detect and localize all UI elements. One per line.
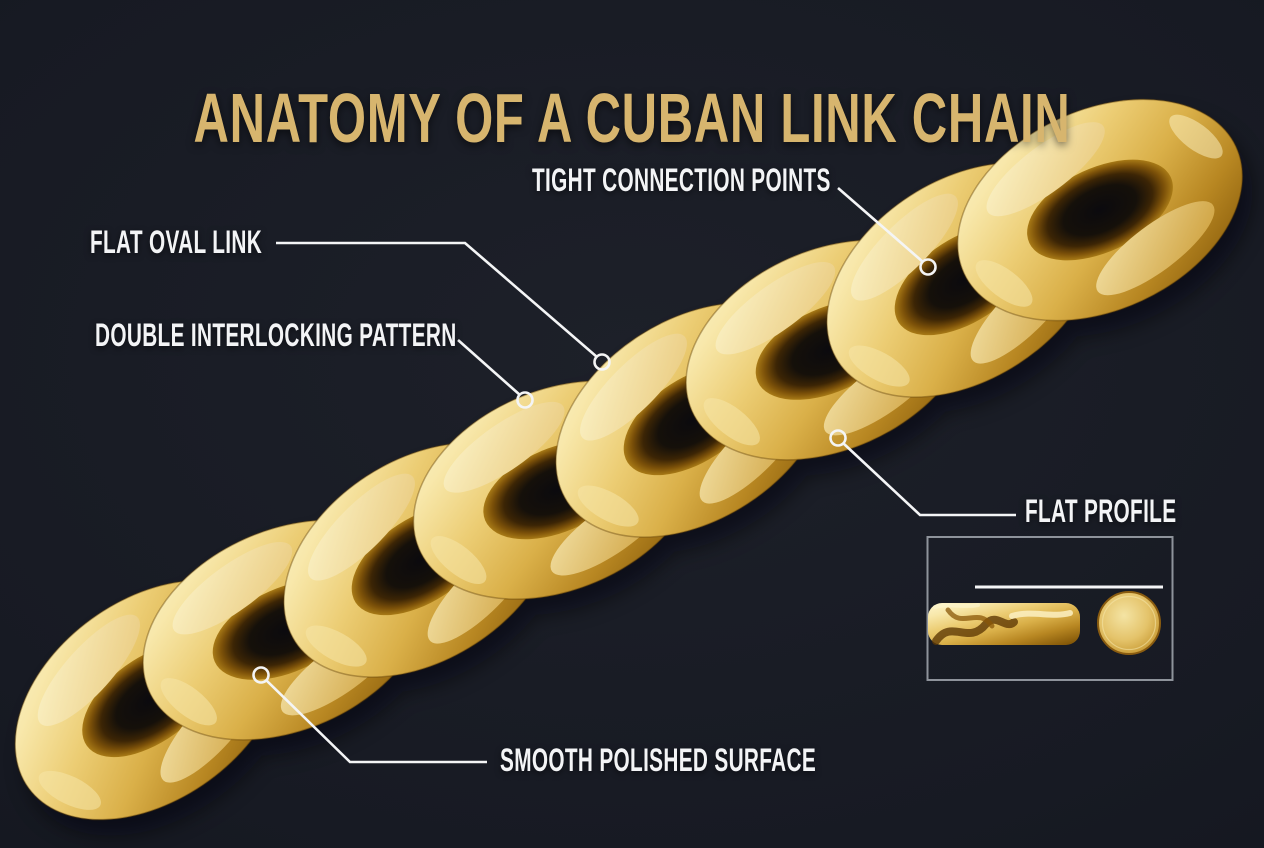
page-title: ANATOMY OF A CUBAN LINK CHAIN	[193, 78, 1071, 157]
inset-box-border	[926, 536, 1174, 681]
callout-marker-tight-connection-points	[919, 258, 937, 276]
callout-marker-double-interlocking-pattern	[516, 391, 534, 409]
callout-line-smooth-polished-surface	[265, 679, 487, 764]
callout-label-tight-connection-points: TIGHT CONNECTION POINTS	[532, 162, 831, 198]
flat-profile-inset	[926, 536, 1174, 681]
callout-line-tight-connection-points	[837, 187, 924, 263]
callout-lines	[252, 187, 1016, 764]
callout-line-flat-profile	[842, 442, 1016, 517]
callout-label-flat-profile: FLAT PROFILE	[1025, 493, 1177, 529]
inset-side-link-view	[928, 603, 1080, 645]
callout-line-double-interlocking-pattern	[457, 339, 521, 396]
callout-label-smooth-polished-surface: SMOOTH POLISHED SURFACE	[500, 742, 817, 778]
callout-line-flat-oval-link	[276, 241, 598, 358]
callout-marker-flat-oval-link	[593, 353, 611, 371]
callout-marker-smooth-polished-surface	[252, 666, 270, 684]
inset-end-view	[1097, 591, 1161, 655]
callout-label-flat-oval-link: FLAT OVAL LINK	[90, 224, 263, 260]
callout-marker-flat-profile	[829, 429, 847, 447]
callout-label-double-interlocking-pattern: DOUBLE INTERLOCKING PATTERN	[95, 317, 457, 353]
